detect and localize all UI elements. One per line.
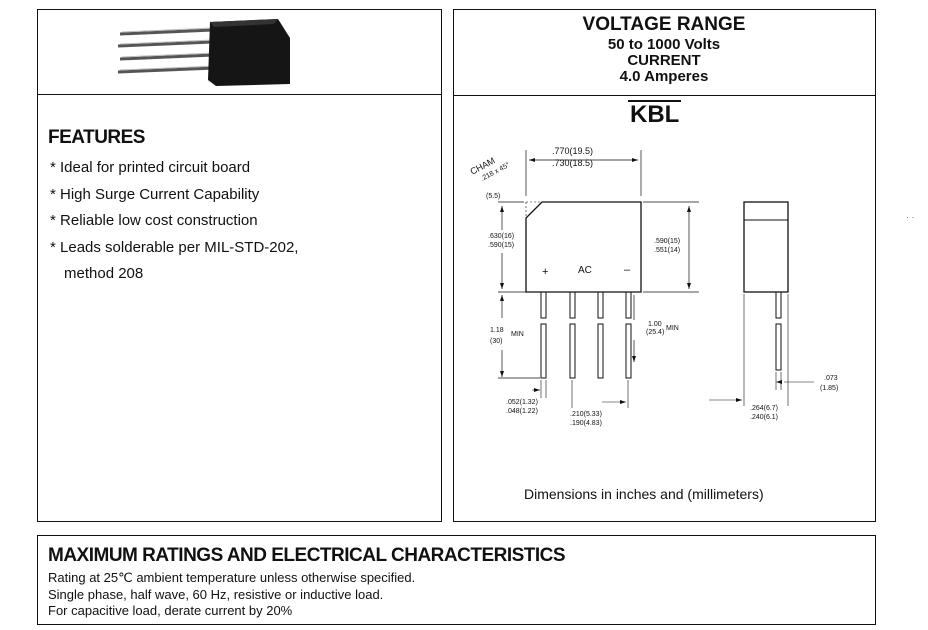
max-ratings-title: MAXIMUM RATINGS AND ELECTRICAL CHARACTER… — [48, 545, 566, 566]
feature-item: * Leads solderable per MIL-STD-202, — [50, 239, 299, 256]
rating-note: For capacitive load, derate current by 2… — [48, 603, 293, 618]
lead-min-dim-2: (25.4) — [646, 329, 664, 336]
features-title: FEATURES — [48, 127, 145, 148]
bullet-asterisk-icon: * — [50, 186, 56, 203]
pitch-dim-1: .210(5.33) — [570, 411, 602, 418]
lead-width-dim-2: .048(1.22) — [506, 408, 538, 415]
depth-dim-2: .240(6.1) — [750, 414, 778, 421]
height-dim-2: .590(15) — [488, 242, 514, 249]
lead-length-dim-1: 1.18 — [490, 327, 504, 334]
lead-thickness-dim-1: .073 — [824, 375, 838, 382]
bullet-asterisk-icon: * — [50, 212, 56, 229]
feature-item-continued: method 208 — [64, 265, 144, 282]
bullet-asterisk-icon: * — [50, 239, 56, 256]
lead-min-dim-1: 1.00 — [648, 321, 662, 328]
depth-dim-1: .264(6.7) — [750, 405, 778, 412]
voltage-range-title: VOLTAGE RANGE — [582, 14, 746, 35]
rating-drawing-box: VOLTAGE RANGE 50 to 1000 Volts CURRENT 4… — [453, 9, 876, 522]
pin-ac-label: AC — [578, 265, 592, 276]
rating-note: Single phase, half wave, 60 Hz, resistiv… — [48, 587, 384, 602]
lead-width-dim-1: .052(1.32) — [506, 399, 538, 406]
height-dim-1: .630(16) — [488, 233, 514, 240]
width-dim-2: .730(18.5) — [552, 158, 593, 168]
rating-header: VOLTAGE RANGE 50 to 1000 Volts CURRENT 4… — [454, 14, 874, 85]
body-height-dim-1: .590(15) — [654, 238, 680, 245]
package-name: KBL — [628, 100, 682, 128]
lead-min-label: MIN — [666, 325, 679, 332]
package-dimension-drawing: + AC – .770(19.5) .730(18.5) CHAM .218 x… — [468, 146, 838, 427]
lead-length-min: MIN — [511, 331, 524, 338]
scan-marks: · · — [906, 212, 915, 222]
features-box: FEATURES * Ideal for printed circuit boa… — [37, 94, 442, 522]
width-dim-1: .770(19.5) — [552, 146, 593, 156]
bullet-asterisk-icon: * — [50, 159, 56, 176]
pin-plus-label: + — [542, 266, 548, 278]
body-height-dim-2: .551(14) — [654, 247, 680, 254]
feature-item: * Reliable low cost construction — [50, 212, 258, 229]
current-value: 4.0 Amperes — [619, 68, 709, 85]
cham-mm: (5.5) — [486, 193, 500, 200]
lead-thickness-dim-2: (1.85) — [820, 385, 838, 392]
component-image-box — [37, 9, 442, 95]
dimensions-caption: Dimensions in inches and (millimeters) — [524, 486, 764, 502]
current-title: CURRENT — [627, 52, 701, 69]
lead-length-dim-2: (30) — [490, 338, 502, 345]
pin-minus-label: – — [624, 264, 631, 276]
rating-note: Rating at 25℃ ambient temperature unless… — [48, 570, 416, 585]
pitch-dim-2: .190(4.83) — [570, 420, 602, 427]
feature-item: * Ideal for printed circuit board — [50, 159, 251, 176]
bridge-rectifier-image — [117, 19, 290, 86]
feature-item: * High Surge Current Capability — [50, 186, 260, 203]
header-divider — [454, 95, 875, 96]
max-ratings-box: MAXIMUM RATINGS AND ELECTRICAL CHARACTER… — [37, 535, 876, 625]
voltage-range-value: 50 to 1000 Volts — [607, 36, 721, 53]
